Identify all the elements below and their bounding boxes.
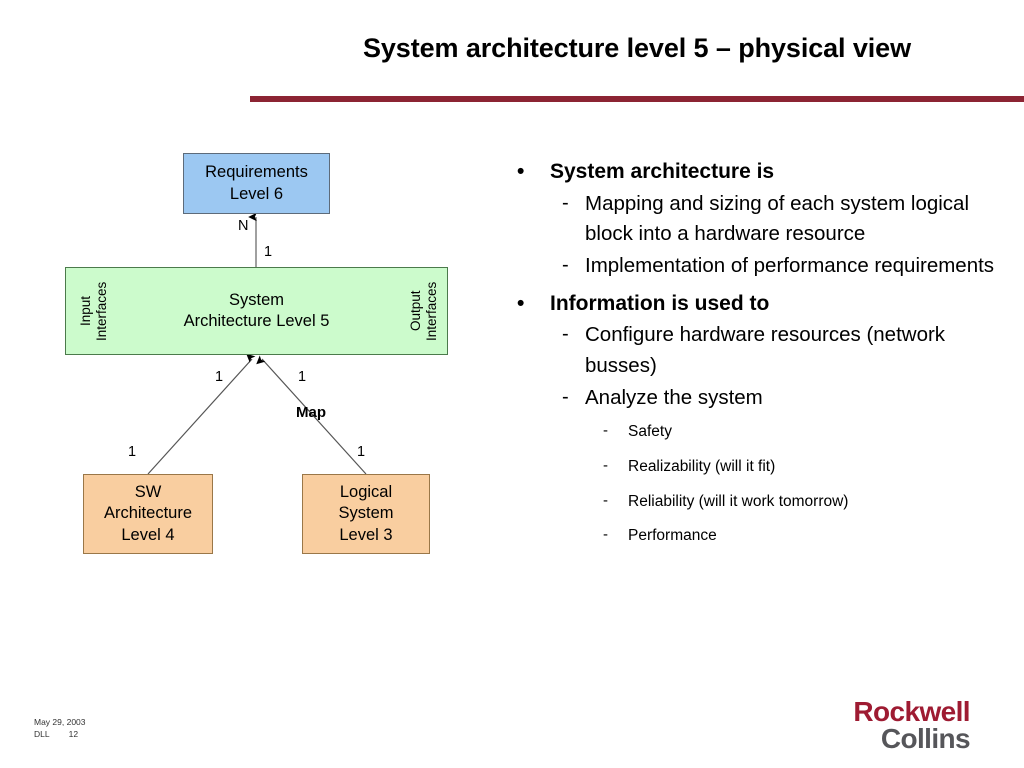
footer-date: May 29, 2003 bbox=[34, 717, 86, 727]
title-underline-rule bbox=[250, 96, 1024, 102]
node-requirements-level-6[interactable]: Requirements Level 6 bbox=[183, 153, 330, 214]
bullet-marker: - bbox=[562, 323, 569, 346]
bullet-item-l1: • System architecture is bbox=[505, 158, 1005, 186]
rockwell-collins-logo: Rockwell Collins bbox=[800, 696, 971, 755]
bullet-text: Performance bbox=[628, 527, 717, 545]
bullet-text: Implementation of performance requiremen… bbox=[585, 254, 995, 278]
multiplicity-requirements-one: 1 bbox=[264, 244, 273, 260]
diagram-connectors bbox=[147, 212, 367, 475]
bullet-item-l2: - Implementation of performance requirem… bbox=[505, 251, 1005, 281]
bullet-text: Information is used to bbox=[550, 291, 770, 315]
bullet-marker: • bbox=[517, 291, 525, 315]
footer-page-number: 12 bbox=[68, 729, 79, 740]
bullet-marker: - bbox=[562, 254, 569, 277]
architecture-diagram: Requirements Level 6 System Architecture… bbox=[0, 0, 500, 620]
node-system-label: System Architecture Level 5 bbox=[183, 290, 330, 330]
multiplicity-system-left: 1 bbox=[215, 369, 224, 385]
logo-rockwell-text: Rockwell bbox=[853, 696, 970, 727]
footer-meta: DLL 12 bbox=[34, 728, 86, 740]
node-logical-label: Logical System Level 3 bbox=[338, 483, 394, 544]
edge-label-map: Map bbox=[296, 404, 326, 421]
bullet-marker: • bbox=[517, 160, 525, 183]
multiplicity-sw-end: 1 bbox=[128, 444, 137, 460]
bullet-text: Analyze the system bbox=[585, 386, 763, 410]
bullet-item-l2: - Mapping and sizing of each system logi… bbox=[505, 189, 1005, 250]
output-interfaces-label: Output Interfaces bbox=[408, 281, 440, 341]
bullet-marker: - bbox=[603, 526, 608, 544]
bullet-item-l3: - Realizability (will it fit) bbox=[505, 455, 1005, 479]
bullet-item-l2: - Analyze the system bbox=[505, 383, 1005, 413]
logo-collins-text: Collins bbox=[880, 723, 971, 755]
footer-author: DLL bbox=[34, 729, 50, 740]
multiplicity-system-right: 1 bbox=[298, 369, 307, 385]
bullet-item-l3: - Safety bbox=[505, 420, 1005, 444]
bullet-text: Realizability (will it fit) bbox=[628, 457, 776, 475]
bullet-item-l1: • Information is used to bbox=[505, 290, 1005, 318]
node-sw-architecture-level-4[interactable]: SW Architecture Level 4 bbox=[83, 474, 213, 554]
bullet-text: Reliability (will it work tomorrow) bbox=[628, 492, 849, 510]
bullet-marker: - bbox=[603, 456, 608, 474]
bullet-text: Mapping and sizing of each system logica… bbox=[585, 191, 970, 246]
bullet-text: System architecture is bbox=[550, 160, 775, 183]
multiplicity-requirements-n: N bbox=[238, 218, 249, 234]
bullet-marker: - bbox=[562, 191, 569, 214]
bullet-text: Safety bbox=[628, 423, 672, 441]
node-requirements-label: Requirements Level 6 bbox=[205, 163, 308, 203]
node-system-architecture-level-5[interactable]: System Architecture Level 5 bbox=[65, 267, 448, 355]
bullet-text: Configure hardware resources (network bu… bbox=[585, 323, 946, 377]
page-title: System architecture level 5 – physical v… bbox=[362, 33, 911, 63]
multiplicity-logical-end: 1 bbox=[357, 444, 366, 460]
bullet-item-l2: - Configure hardware resources (network … bbox=[505, 320, 1005, 381]
node-logical-system-level-3[interactable]: Logical System Level 3 bbox=[302, 474, 430, 554]
bullet-list: • System architecture is - Mapping and s… bbox=[505, 158, 1005, 548]
bullet-item-l3: - Reliability (will it work tomorrow) bbox=[505, 490, 1005, 514]
slide-footer: May 29, 2003 DLL 12 bbox=[34, 716, 86, 741]
bullet-marker: - bbox=[603, 422, 608, 440]
bullet-marker: - bbox=[603, 491, 608, 509]
node-sw-label: SW Architecture Level 4 bbox=[103, 483, 193, 544]
input-interfaces-label: Input Interfaces bbox=[78, 281, 110, 341]
bullet-marker: - bbox=[562, 386, 569, 409]
bullet-item-l3: - Performance bbox=[505, 524, 1005, 548]
